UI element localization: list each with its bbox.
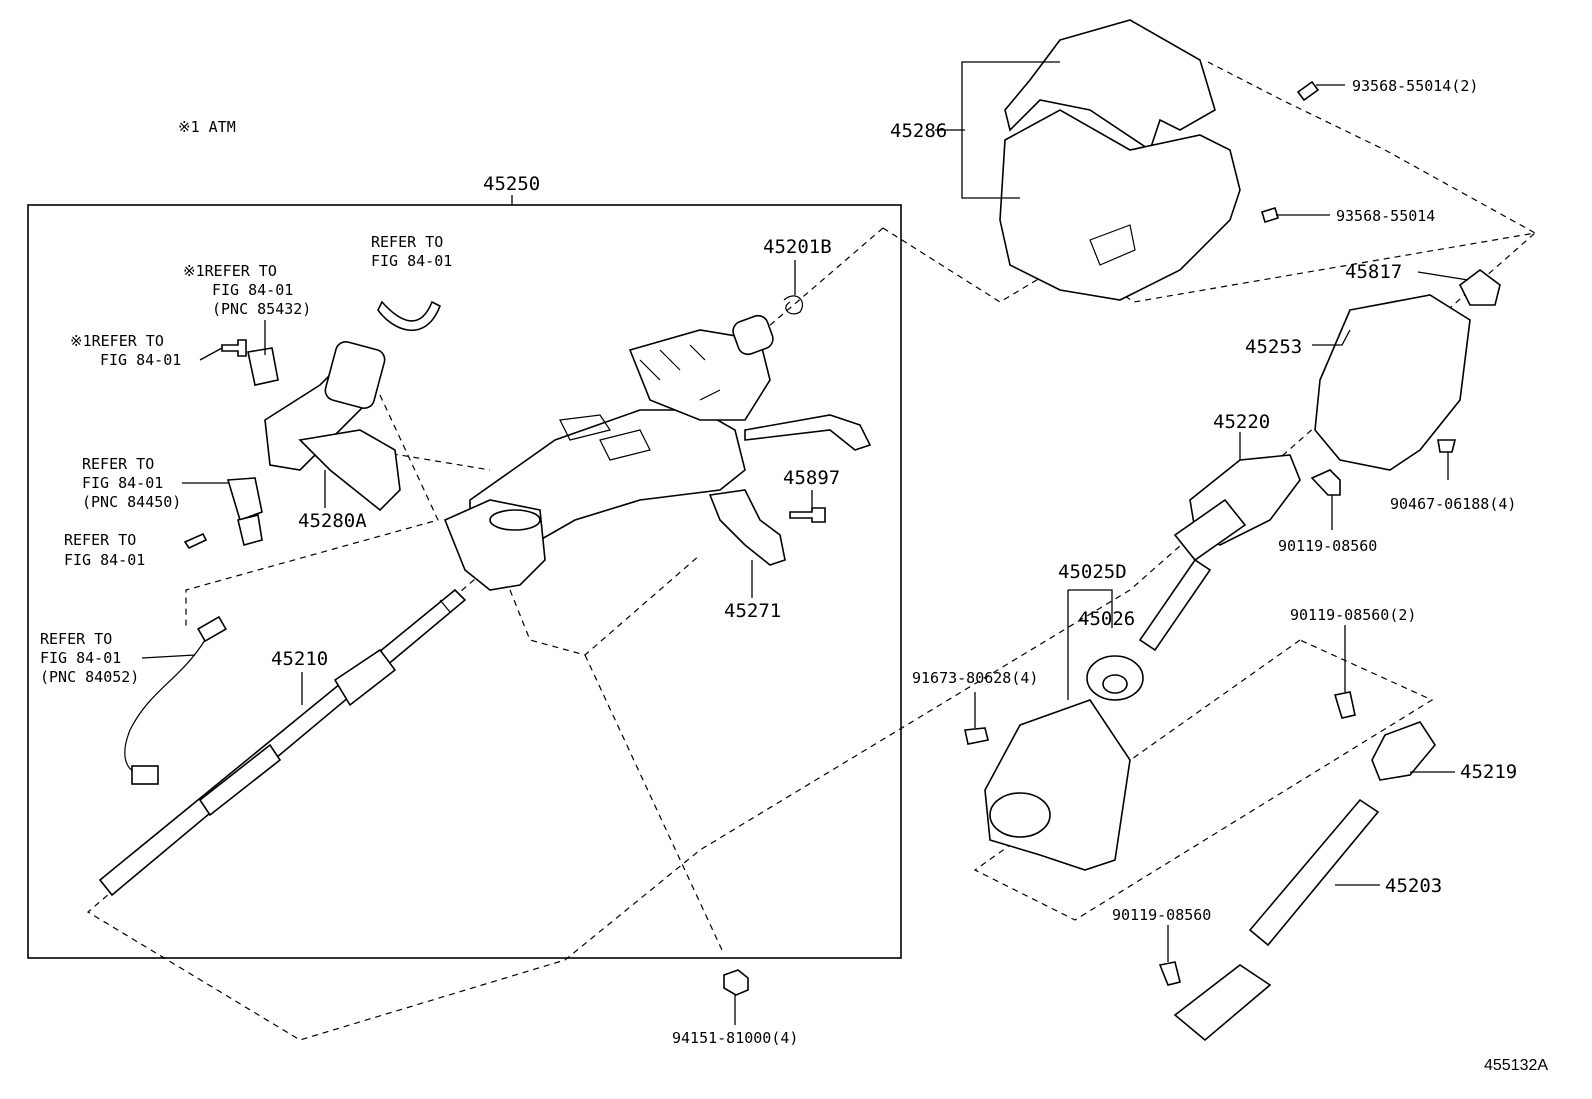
clip-90467	[1437, 439, 1457, 453]
label-45253: 45253	[1245, 336, 1302, 358]
label-refer-top-2: FIG 84-01	[371, 252, 452, 270]
phantom-outline-lock	[185, 394, 439, 630]
phantom-outline-bracket	[509, 554, 701, 656]
label-45271: 45271	[724, 600, 781, 622]
label-45210: 45210	[271, 648, 328, 670]
label-refer-85432-2: FIG 84-01	[212, 281, 293, 299]
label-94151: 94151-81000(4)	[672, 1029, 798, 1047]
atm-note: ※1 ATM	[178, 118, 236, 136]
bearing-45026	[1086, 655, 1144, 701]
grommet-45817	[1458, 269, 1501, 306]
label-90119-b: 90119-08560	[1112, 906, 1211, 924]
label-refer-85432-1: ※1REFER TO	[183, 262, 277, 280]
label-90119-2: 90119-08560(2)	[1290, 606, 1416, 624]
label-45026: 45026	[1078, 608, 1135, 630]
phantom-line-45280a	[369, 449, 491, 471]
column-cover-45286	[999, 19, 1241, 301]
screw-93568	[1261, 206, 1279, 224]
label-refer-top-1: REFER TO	[371, 233, 443, 251]
nut-94151	[723, 969, 749, 996]
main-shaft-45210	[98, 588, 467, 897]
label-refer-84450-3: (PNC 84450)	[82, 493, 181, 511]
assembly-frame-45250	[27, 204, 902, 959]
label-refer-bolt-1: REFER TO	[64, 531, 136, 549]
ignition-lock-assembly	[226, 340, 401, 546]
steering-column-body	[443, 314, 872, 591]
label-refer-bolt-2: FIG 84-01	[64, 551, 145, 569]
part-45897	[789, 507, 826, 523]
part-45271	[708, 489, 786, 566]
clip-part	[377, 300, 442, 332]
phantom-outline-column	[86, 227, 1536, 1041]
intermediate-shaft-45220	[1138, 454, 1301, 652]
label-refer-atm-1: ※1REFER TO	[70, 332, 164, 350]
label-refer-84052-2: FIG 84-01	[40, 649, 121, 667]
joint-45219	[1371, 721, 1436, 781]
cover-45253	[1314, 294, 1471, 471]
label-45250: 45250	[483, 173, 540, 195]
label-45286: 45286	[890, 120, 947, 142]
label-refer-84052-3: (PNC 84052)	[40, 668, 139, 686]
label-45897: 45897	[783, 467, 840, 489]
label-refer-84052-1: REFER TO	[40, 630, 112, 648]
label-45219: 45219	[1460, 761, 1517, 783]
label-93568-2: 93568-55014(2)	[1352, 77, 1478, 95]
part-45201b	[783, 295, 804, 315]
bolt-90119-a	[1310, 469, 1341, 496]
screw-93568-top	[1296, 80, 1320, 102]
label-91673: 91673-80628(4)	[912, 669, 1038, 687]
label-90467: 90467-06188(4)	[1390, 495, 1516, 513]
label-45280a: 45280A	[298, 510, 367, 532]
bolt-91673	[964, 727, 989, 745]
label-refer-84450-2: FIG 84-01	[82, 474, 163, 492]
label-refer-85432-3: (PNC 85432)	[212, 300, 311, 318]
shaft-45203	[1173, 798, 1380, 1042]
label-45817: 45817	[1345, 261, 1402, 283]
diagram-id: 455132A	[1484, 1057, 1548, 1074]
boot-45025d	[984, 699, 1131, 871]
phantom-outline-cover	[882, 61, 1537, 303]
label-90119-a: 90119-08560	[1278, 537, 1377, 555]
label-93568: 93568-55014	[1336, 207, 1435, 225]
label-45201b: 45201B	[763, 236, 832, 258]
bolt-small-atm	[221, 339, 247, 357]
label-45203: 45203	[1385, 875, 1442, 897]
sensor-wire-84052	[124, 615, 227, 785]
label-45220: 45220	[1213, 411, 1270, 433]
phantom-line-nut	[584, 654, 723, 951]
bolt-90119-2	[1333, 691, 1356, 719]
label-refer-84450-1: REFER TO	[82, 455, 154, 473]
label-45025d: 45025D	[1058, 561, 1127, 583]
bolt-90119-b	[1158, 961, 1181, 986]
label-refer-atm-2: FIG 84-01	[100, 351, 181, 369]
bolt-small-left	[183, 532, 208, 550]
